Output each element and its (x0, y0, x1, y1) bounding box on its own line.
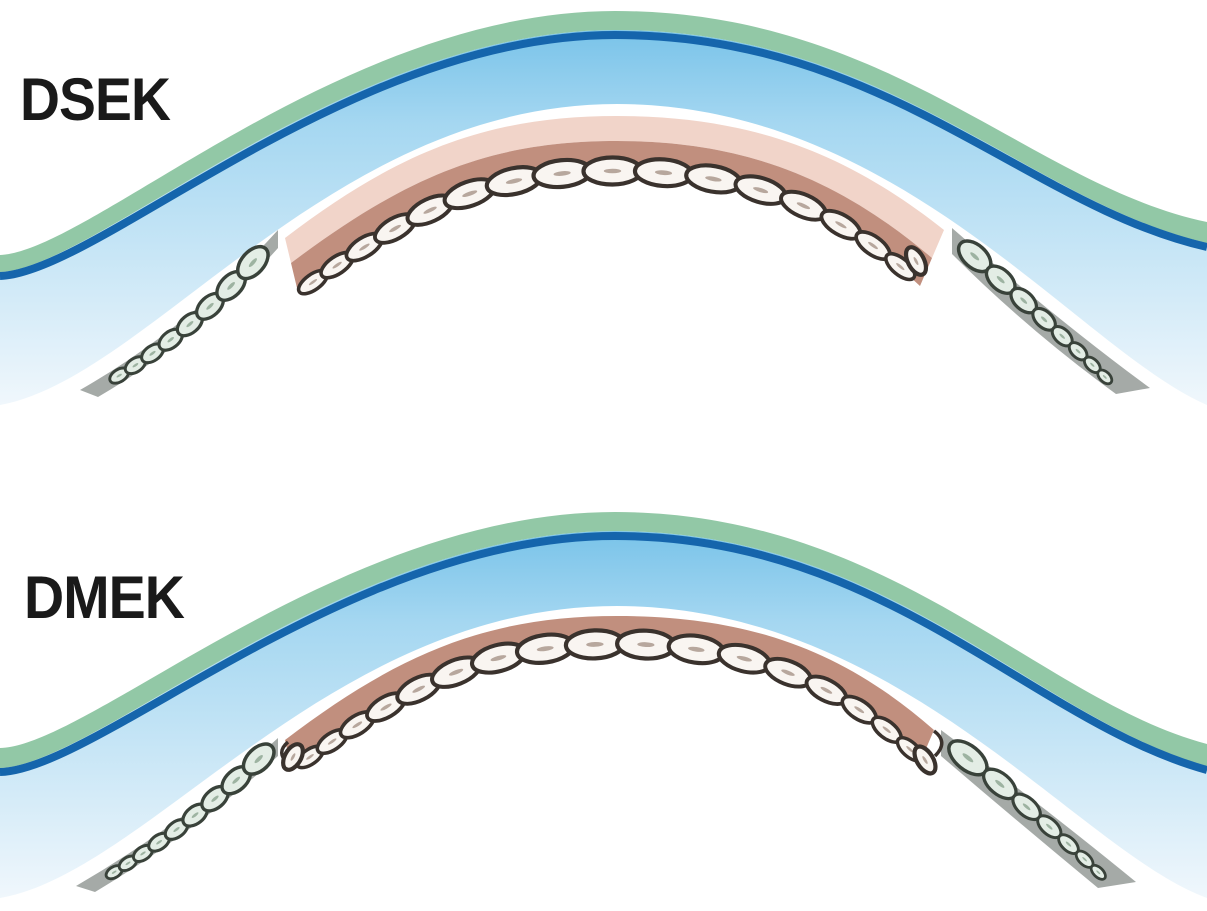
bowman-layer-line (0, 531, 1207, 776)
epithelium-layer (0, 11, 1207, 272)
donor-descemet-layer (285, 616, 934, 766)
donor-stroma-layer (285, 116, 944, 263)
graft-edge-curl-right (932, 729, 944, 758)
donor-endothelial-cell (903, 245, 929, 277)
host-descemet-wedge-left (80, 230, 278, 397)
donor-endothelial-cell (615, 628, 677, 661)
host-endothelial-cell (1089, 863, 1107, 881)
dmek-endothelium-layer (104, 628, 1107, 881)
host-descemet-wedge-right (952, 228, 1150, 394)
donor-endothelial-cell (514, 632, 576, 665)
donor-endothelial-cell (912, 744, 938, 776)
host-endothelial-cell (147, 831, 172, 853)
dmek-panel: DMEK (0, 512, 1207, 898)
donor-endothelial-cell (281, 742, 305, 772)
dsek-panel: DSEK (0, 11, 1207, 405)
donor-endothelial-cell (442, 177, 497, 211)
host-endothelial-cell (1096, 368, 1114, 386)
host-endothelial-cell (236, 244, 270, 281)
donor-endothelial-cell (581, 155, 644, 187)
donor-endothelial-cell (666, 633, 726, 666)
host-descemet-wedge-left (76, 738, 278, 892)
host-endothelial-cell (241, 742, 276, 776)
stroma-layer (0, 30, 1207, 405)
panel-label-dsek: DSEK (20, 66, 171, 133)
bowman-layer-line (0, 30, 1207, 280)
donor-descemet-layer (291, 141, 932, 288)
panel-label-dmek: DMEK (24, 564, 185, 631)
epithelium-layer (0, 512, 1207, 768)
dsek-endothelium-layer (108, 155, 1114, 386)
